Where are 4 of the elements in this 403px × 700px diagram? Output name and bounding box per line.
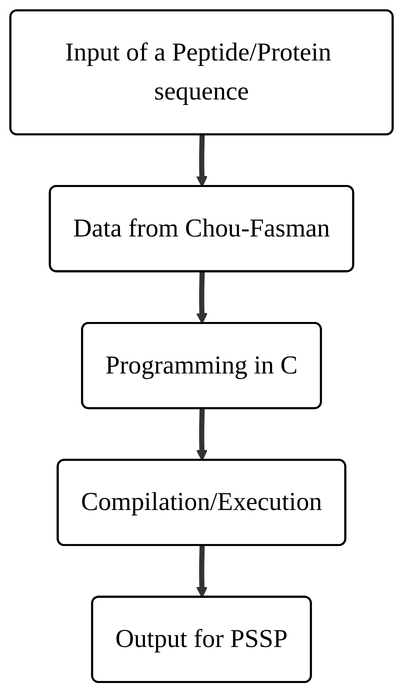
arrow <box>196 546 208 598</box>
arrow <box>196 272 208 324</box>
arrow <box>196 134 208 188</box>
arrow <box>196 408 208 461</box>
